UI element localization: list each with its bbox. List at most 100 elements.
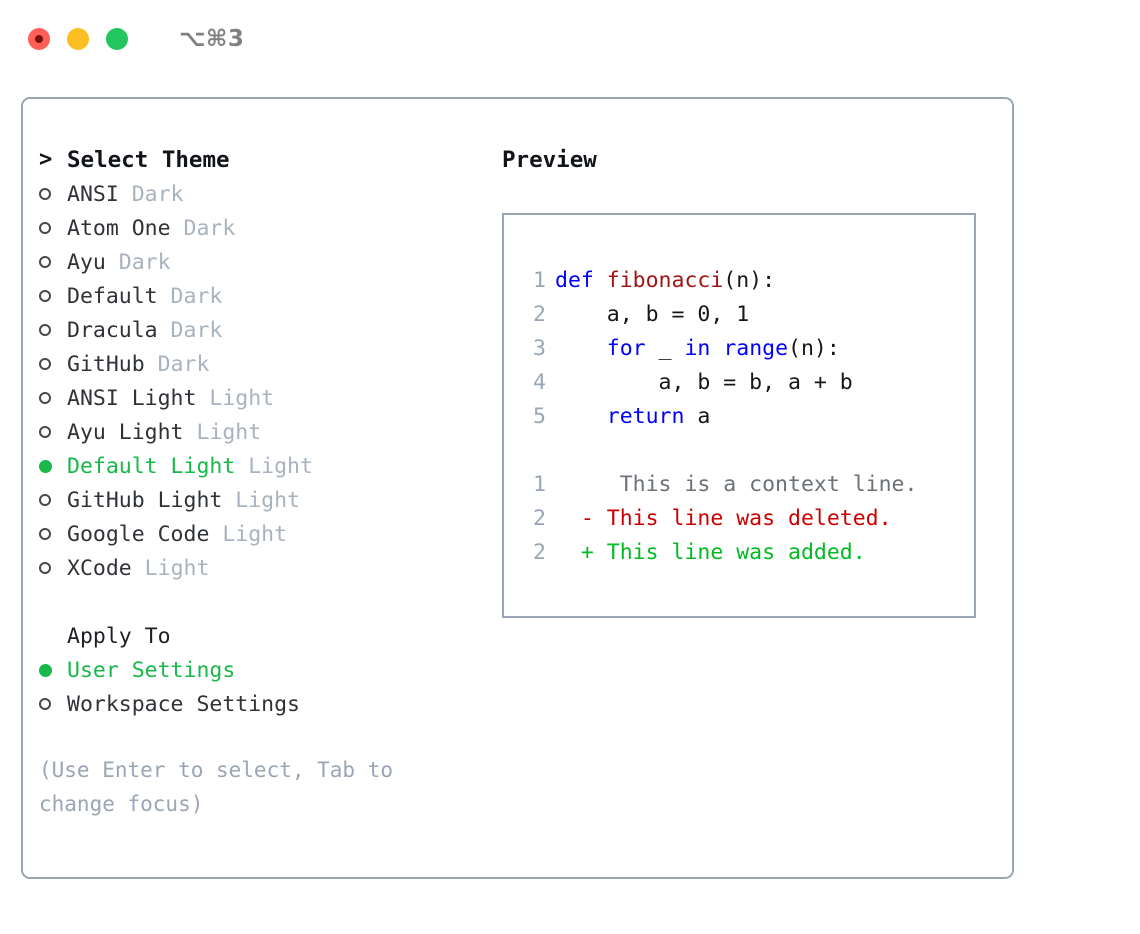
list-gap xyxy=(39,585,499,619)
theme-list-item[interactable]: Default Dark xyxy=(39,279,499,313)
code-line-number: 1 xyxy=(533,267,546,293)
apply-to-item-label: User Settings xyxy=(67,657,236,683)
theme-list-item[interactable]: GitHub Light Light xyxy=(39,483,499,517)
theme-item-variant-tag: Dark xyxy=(144,351,210,377)
theme-item-label: Default Light xyxy=(67,453,236,479)
theme-item-label: XCode xyxy=(67,555,132,581)
theme-item-label: ANSI Light xyxy=(67,385,197,411)
code-line-text: a, b = b, a + b xyxy=(555,369,853,395)
code-line-number: 5 xyxy=(533,403,546,429)
keyboard-hint: (Use Enter to select, Tab to change focu… xyxy=(39,758,406,816)
theme-list-item[interactable]: GitHub Dark xyxy=(39,347,499,381)
radio-selected-icon xyxy=(39,663,67,677)
code-line-number: 3 xyxy=(533,335,546,361)
code-line-number: 2 xyxy=(533,301,546,327)
radio-unselected-icon xyxy=(39,256,67,268)
theme-item-label: GitHub xyxy=(67,351,145,377)
minimize-button[interactable] xyxy=(67,28,89,50)
theme-item-label: Google Code xyxy=(67,521,210,547)
theme-item-label: ANSI xyxy=(67,181,119,207)
radio-unselected-icon xyxy=(39,494,67,506)
radio-unselected-icon xyxy=(39,290,67,302)
radio-unselected-icon xyxy=(39,698,67,710)
theme-list-item[interactable]: Ayu Dark xyxy=(39,245,499,279)
code-line-number: 4 xyxy=(533,369,546,395)
theme-item-label: Dracula xyxy=(67,317,158,343)
diff-line: 2 - This line was deleted. xyxy=(516,501,966,535)
theme-item-variant-tag: Dark xyxy=(118,181,184,207)
theme-list-item[interactable]: Dracula Dark xyxy=(39,313,499,347)
theme-item-variant-tag: Light xyxy=(196,385,275,411)
theme-item-variant-tag: Dark xyxy=(157,283,223,309)
theme-list-item[interactable]: Atom One Dark xyxy=(39,211,499,245)
radio-unselected-icon xyxy=(39,222,67,234)
radio-unselected-icon xyxy=(39,528,67,540)
code-line: 3 for _ in range(n): xyxy=(516,331,966,365)
theme-item-variant-tag: Light xyxy=(131,555,210,581)
radio-unselected-icon xyxy=(39,426,67,438)
theme-list-item[interactable]: ANSI Dark xyxy=(39,177,499,211)
radio-unselected-icon xyxy=(39,562,67,574)
keyboard-shortcut-label: ⌥⌘3 xyxy=(179,26,245,52)
theme-list-item[interactable]: Ayu Light Light xyxy=(39,415,499,449)
theme-item-label: Atom One xyxy=(67,215,171,241)
theme-item-variant-tag: Dark xyxy=(157,317,223,343)
theme-item-variant-tag: Light xyxy=(209,521,288,547)
apply-to-header: Apply To xyxy=(39,619,499,653)
caret-icon: > xyxy=(39,147,53,172)
theme-item-label: Ayu Light xyxy=(67,419,184,445)
theme-item-variant-tag: Dark xyxy=(170,215,236,241)
diff-line: 1 This is a context line. xyxy=(516,467,966,501)
diff-sample: 1 This is a context line.2 - This line w… xyxy=(516,467,966,569)
code-line-text: return a xyxy=(606,403,711,429)
theme-list-item[interactable]: Google Code Light xyxy=(39,517,499,551)
theme-item-variant-tag: Light xyxy=(222,487,301,513)
title-bar: ⌥⌘3 xyxy=(0,0,1140,78)
code-line-text: for _ in range(n): xyxy=(606,335,840,361)
code-line-text: a, b = 0, 1 xyxy=(555,301,750,327)
radio-unselected-icon xyxy=(39,324,67,336)
diff-line-text: This is a context line. xyxy=(555,471,918,497)
code-line: 1 def fibonacci(n): xyxy=(516,263,966,297)
apply-to-item-label: Workspace Settings xyxy=(67,691,300,717)
apply-to-title: Apply To xyxy=(67,623,171,649)
maximize-button[interactable] xyxy=(106,28,128,50)
diff-line: 2 + This line was added. xyxy=(516,535,966,569)
theme-item-variant-tag: Light xyxy=(183,419,262,445)
radio-unselected-icon xyxy=(39,358,67,370)
code-line: 2 a, b = 0, 1 xyxy=(516,297,966,331)
select-theme-title: Select Theme xyxy=(67,147,230,173)
radio-unselected-icon xyxy=(39,188,67,200)
apply-to-item[interactable]: User Settings xyxy=(39,653,499,687)
preview-title: Preview xyxy=(502,147,597,173)
theme-item-label: Default xyxy=(67,283,158,309)
diff-line-number: 2 xyxy=(533,505,546,531)
diff-line-text: + This line was added. xyxy=(555,539,866,565)
radio-selected-icon xyxy=(39,459,67,473)
theme-item-variant-tag: Dark xyxy=(105,249,171,275)
code-line: 5 return a xyxy=(516,399,966,433)
apply-to-item[interactable]: Workspace Settings xyxy=(39,687,499,721)
code-line-text: def fibonacci(n): xyxy=(555,267,776,293)
select-theme-header: > Select Theme xyxy=(39,143,499,177)
theme-item-label: GitHub Light xyxy=(67,487,223,513)
diff-line-number: 1 xyxy=(533,471,546,497)
theme-item-label: Ayu xyxy=(67,249,106,275)
theme-item-variant-tag: Light xyxy=(235,453,313,479)
code-diff-gap xyxy=(516,433,966,467)
radio-unselected-icon xyxy=(39,392,67,404)
theme-list-item[interactable]: XCode Light xyxy=(39,551,499,585)
theme-list-item[interactable]: Default Light Light xyxy=(39,449,499,483)
diff-line-number: 2 xyxy=(533,539,546,565)
close-button[interactable] xyxy=(28,28,50,50)
theme-list-item[interactable]: ANSI Light Light xyxy=(39,381,499,415)
diff-line-text: - This line was deleted. xyxy=(555,505,892,531)
